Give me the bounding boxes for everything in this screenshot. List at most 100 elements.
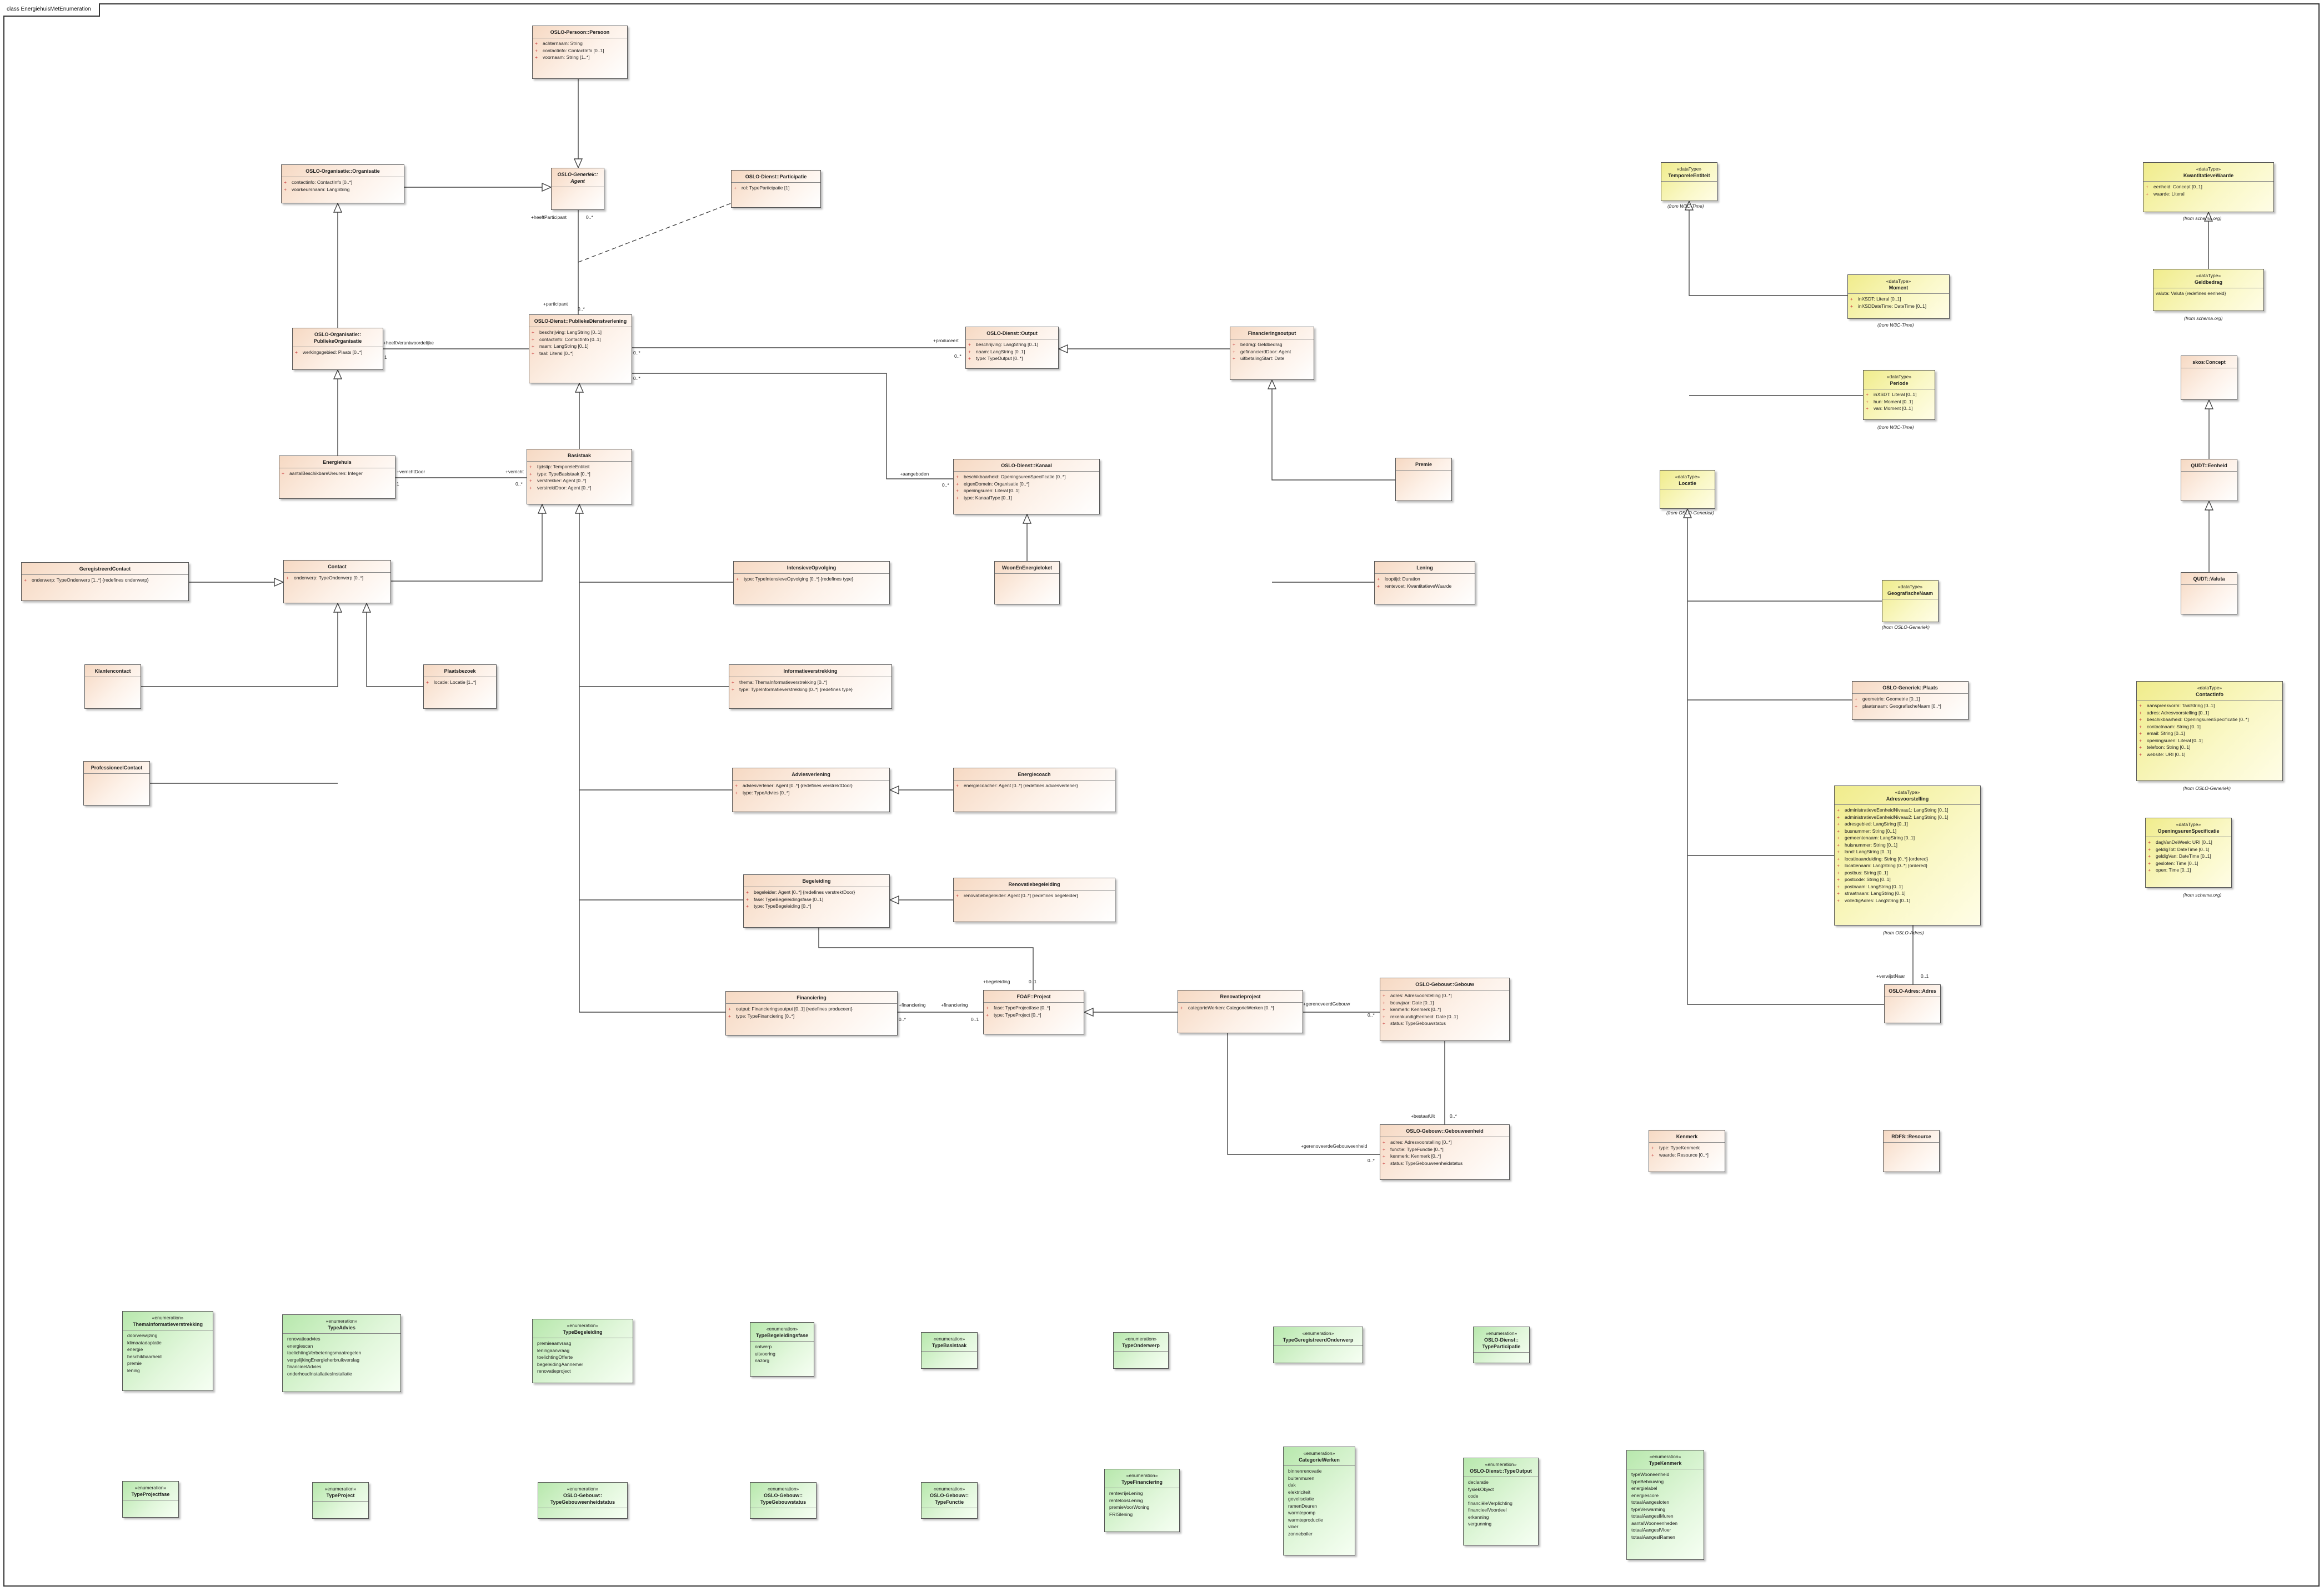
class-premie[interactable]: Premie [1395,458,1452,501]
attribute-text: geometrie: Geometrie [0..1] [1862,696,1920,702]
class-attribute: +van: Moment [0..1] [1866,405,1932,412]
class-output[interactable]: OSLO-Dienst::Output+beschrijving: LangSt… [965,327,1059,369]
class-intensieve[interactable]: IntensieveOpvolging+type: TypeIntensieve… [733,561,890,604]
class-attribute: +naam: LangString [0..1] [968,348,1056,356]
visibility-marker: + [2139,723,2142,729]
visibility-marker: + [1233,348,1235,354]
class-e_thema[interactable]: «enumeration»ThemaInformatieverstrekking… [122,1311,213,1391]
class-energiehuis[interactable]: Energiehuis+aantalBeschikbareUreuren: In… [279,456,395,499]
visibility-marker: + [1383,1153,1385,1159]
class-financieringsoutput[interactable]: Financieringsoutput+bedrag: Geldbedrag+g… [1230,327,1314,380]
attribute-text: administratieveEenheidNiveau1: LangStrin… [1845,807,1949,813]
attribute-text: FRISlening [1109,1511,1133,1517]
class-moment[interactable]: «dataType»Moment+inXSDT: Literal [0..1]+… [1847,274,1950,319]
class-renovatiebegeleiding[interactable]: Renovatiebegeleiding+renovatiebegeleider… [953,878,1115,922]
class-project[interactable]: FOAF::Project+fase: TypeProjectfase [0..… [983,990,1084,1034]
class-e_projectfase[interactable]: «enumeration»TypeProjectfase [122,1481,179,1518]
class-attribute: +adres: Adresvoorstelling [0..*] [1383,1139,1507,1146]
class-renovatieproject[interactable]: Renovatieproject+categorieWerken: Catego… [1178,990,1303,1033]
class-e_participatie[interactable]: «enumeration»OSLO-Dienst:: TypeParticipa… [1473,1327,1530,1363]
visibility-marker: + [968,356,971,361]
class-valuta[interactable]: QUDT::Valuta [2181,572,2237,614]
class-agent[interactable]: OSLO-Generiek:: Agent [551,168,604,210]
class-contact[interactable]: Contact+onderwerp: TypeOnderwerp [0..*] [283,560,391,603]
class-e_onderwerp[interactable]: «enumeration»TypeOnderwerp [1113,1332,1169,1369]
attribute-text: type: TypeKenmerk [1659,1145,1700,1150]
class-publorg[interactable]: OSLO-Organisatie:: PubliekeOrganisatie+w… [292,328,383,370]
class-skos[interactable]: skos:Concept [2181,356,2237,400]
class-adresvoorstelling[interactable]: «dataType»Adresvoorstelling+administrati… [1834,786,1981,925]
role-label: 0..* [954,353,961,359]
visibility-marker: + [728,1013,731,1019]
class-kenmerk[interactable]: Kenmerk+type: TypeKenmerk+waarde: Resour… [1649,1130,1725,1172]
class-professioneel[interactable]: ProfessioneelContact [83,761,150,805]
class-locatie[interactable]: «dataType»Locatie [1660,470,1715,509]
class-lening[interactable]: Lening+looptijd: Duration+rentevoet: Kwa… [1374,561,1475,604]
class-header: «enumeration»TypeProject [313,1483,368,1501]
class-geonaam[interactable]: «dataType»GeografischeNaam [1882,580,1939,622]
class-name: Klantencontact [94,668,131,674]
attribute-text: aanspreekvorm: TaalString [0..1] [2147,703,2215,708]
class-gebouweenheid[interactable]: OSLO-Gebouw::Gebouweenheid+adres: Adresv… [1380,1124,1510,1180]
class-participatie[interactable]: OSLO-Dienst::Participatie+rol: TypeParti… [731,170,821,208]
class-e_gebstatus[interactable]: «enumeration»OSLO-Gebouw:: TypeGebouwsta… [750,1482,817,1519]
class-header: «dataType»Moment [1848,275,1949,293]
class-name: Periode [1890,381,1909,386]
class-kwantitatieve[interactable]: «dataType»KwantitatieveWaarde+eenheid: C… [2143,162,2274,212]
visibility-marker: + [1383,1146,1385,1152]
class-name: Renovatiebegeleiding [1008,882,1060,887]
class-rdfs[interactable]: RDFS::Resource [1883,1130,1940,1172]
enum-literal: totaalAangeslRamen [1629,1534,1701,1541]
class-periode[interactable]: «dataType»Periode+inXSDT: Literal [0..1]… [1863,370,1935,420]
gen-arrow [333,369,343,379]
class-e_functie[interactable]: «enumeration»OSLO-Gebouw:: TypeFunctie [921,1482,978,1519]
attribute-text: buitenmuren [1288,1475,1315,1481]
class-e_project[interactable]: «enumeration»TypeProject [312,1482,369,1519]
attribute-text: plaatsnaam: GeografischeNaam [0..*] [1862,703,1941,709]
class-attribute: +beschrijving: LangString [0..1] [968,341,1056,348]
class-financiering[interactable]: Financiering+output: Financieringsoutput… [725,991,898,1035]
class-gereg[interactable]: GeregistreerdContact+onderwerp: TypeOnde… [21,562,189,601]
class-plaatsbezoek[interactable]: Plaatsbezoek+locatie: Locatie [1..*] [423,664,497,709]
class-informatie[interactable]: Informatieverstrekking+thema: ThemaInfor… [729,664,892,709]
class-contactinfo[interactable]: «dataType»ContactInfo+aanspreekvorm: Taa… [2136,681,2283,781]
class-openingsuren[interactable]: «dataType»OpeningsurenSpecificatie+dagVa… [2145,818,2232,888]
attribute-text: warmteproductie [1288,1517,1323,1523]
attribute-text: beschrijving: LangString [0..1] [539,329,602,335]
class-basistaak[interactable]: Basistaak+tijdstip: TemporeleEntiteit+ty… [527,449,632,504]
enum-literal: klimaatadaptatie [125,1339,211,1347]
class-eenheid[interactable]: QUDT::Eenheid [2181,459,2237,501]
class-publdienst[interactable]: OSLO-Dienst::PubliekeDienstverlening+bes… [529,314,632,383]
attribute-text: fase: TypeBegeleidingsfase [0..1] [754,896,824,902]
class-begeleiding[interactable]: Begeleiding+begeleider: Agent [0..*] {re… [743,874,890,928]
enum-literal: premieVoorWoning [1107,1504,1177,1511]
attribute-text: dagVanDeWeek: URI [0..1] [2156,839,2212,845]
class-e_geregonderwerp[interactable]: «enumeration»TypeGeregistreerdOnderwerp [1273,1327,1363,1363]
class-adresadres[interactable]: OSLO-Adres::Adres [1884,984,1941,1023]
class-name: TypeBegeleidingsfase [755,1333,809,1338]
class-attribute: +type: TypeFinanciering [0..*] [728,1013,895,1020]
visibility-marker: + [1837,842,1840,848]
class-persoon[interactable]: OSLO-Persoon::Persoon+achternaam: String… [532,26,628,79]
class-energiecoach[interactable]: Energiecoach+energiecoacher: Agent [0..*… [953,768,1115,812]
class-e_gebeenheidstatus[interactable]: «enumeration»OSLO-Gebouw:: TypeGebouween… [538,1482,628,1519]
class-gebouw[interactable]: OSLO-Gebouw::Gebouw+adres: Adresvoorstel… [1380,978,1510,1041]
class-temporele[interactable]: «dataType»TemporeleEntiteit [1661,162,1717,201]
class-klantencontact[interactable]: Klantencontact [84,664,141,709]
class-woon[interactable]: WoonEnEnergieloket [994,561,1060,604]
class-plaats[interactable]: OSLO-Generiek::Plaats+geometrie: Geometr… [1852,681,1969,720]
class-e_basistaak[interactable]: «enumeration»TypeBasistaak [921,1332,978,1369]
attribute-text: rol: TypeParticipatie [1] [742,185,790,191]
class-adviesverlening[interactable]: Adviesverlening+adviesverlener: Agent [0… [732,768,890,812]
enum-literal: energiescore [1629,1492,1701,1499]
class-organisatie[interactable]: OSLO-Organisatie::Organisatie+contactinf… [281,164,404,203]
class-kanaal[interactable]: OSLO-Dienst::Kanaal+beschikbaarheid: Ope… [953,459,1100,514]
